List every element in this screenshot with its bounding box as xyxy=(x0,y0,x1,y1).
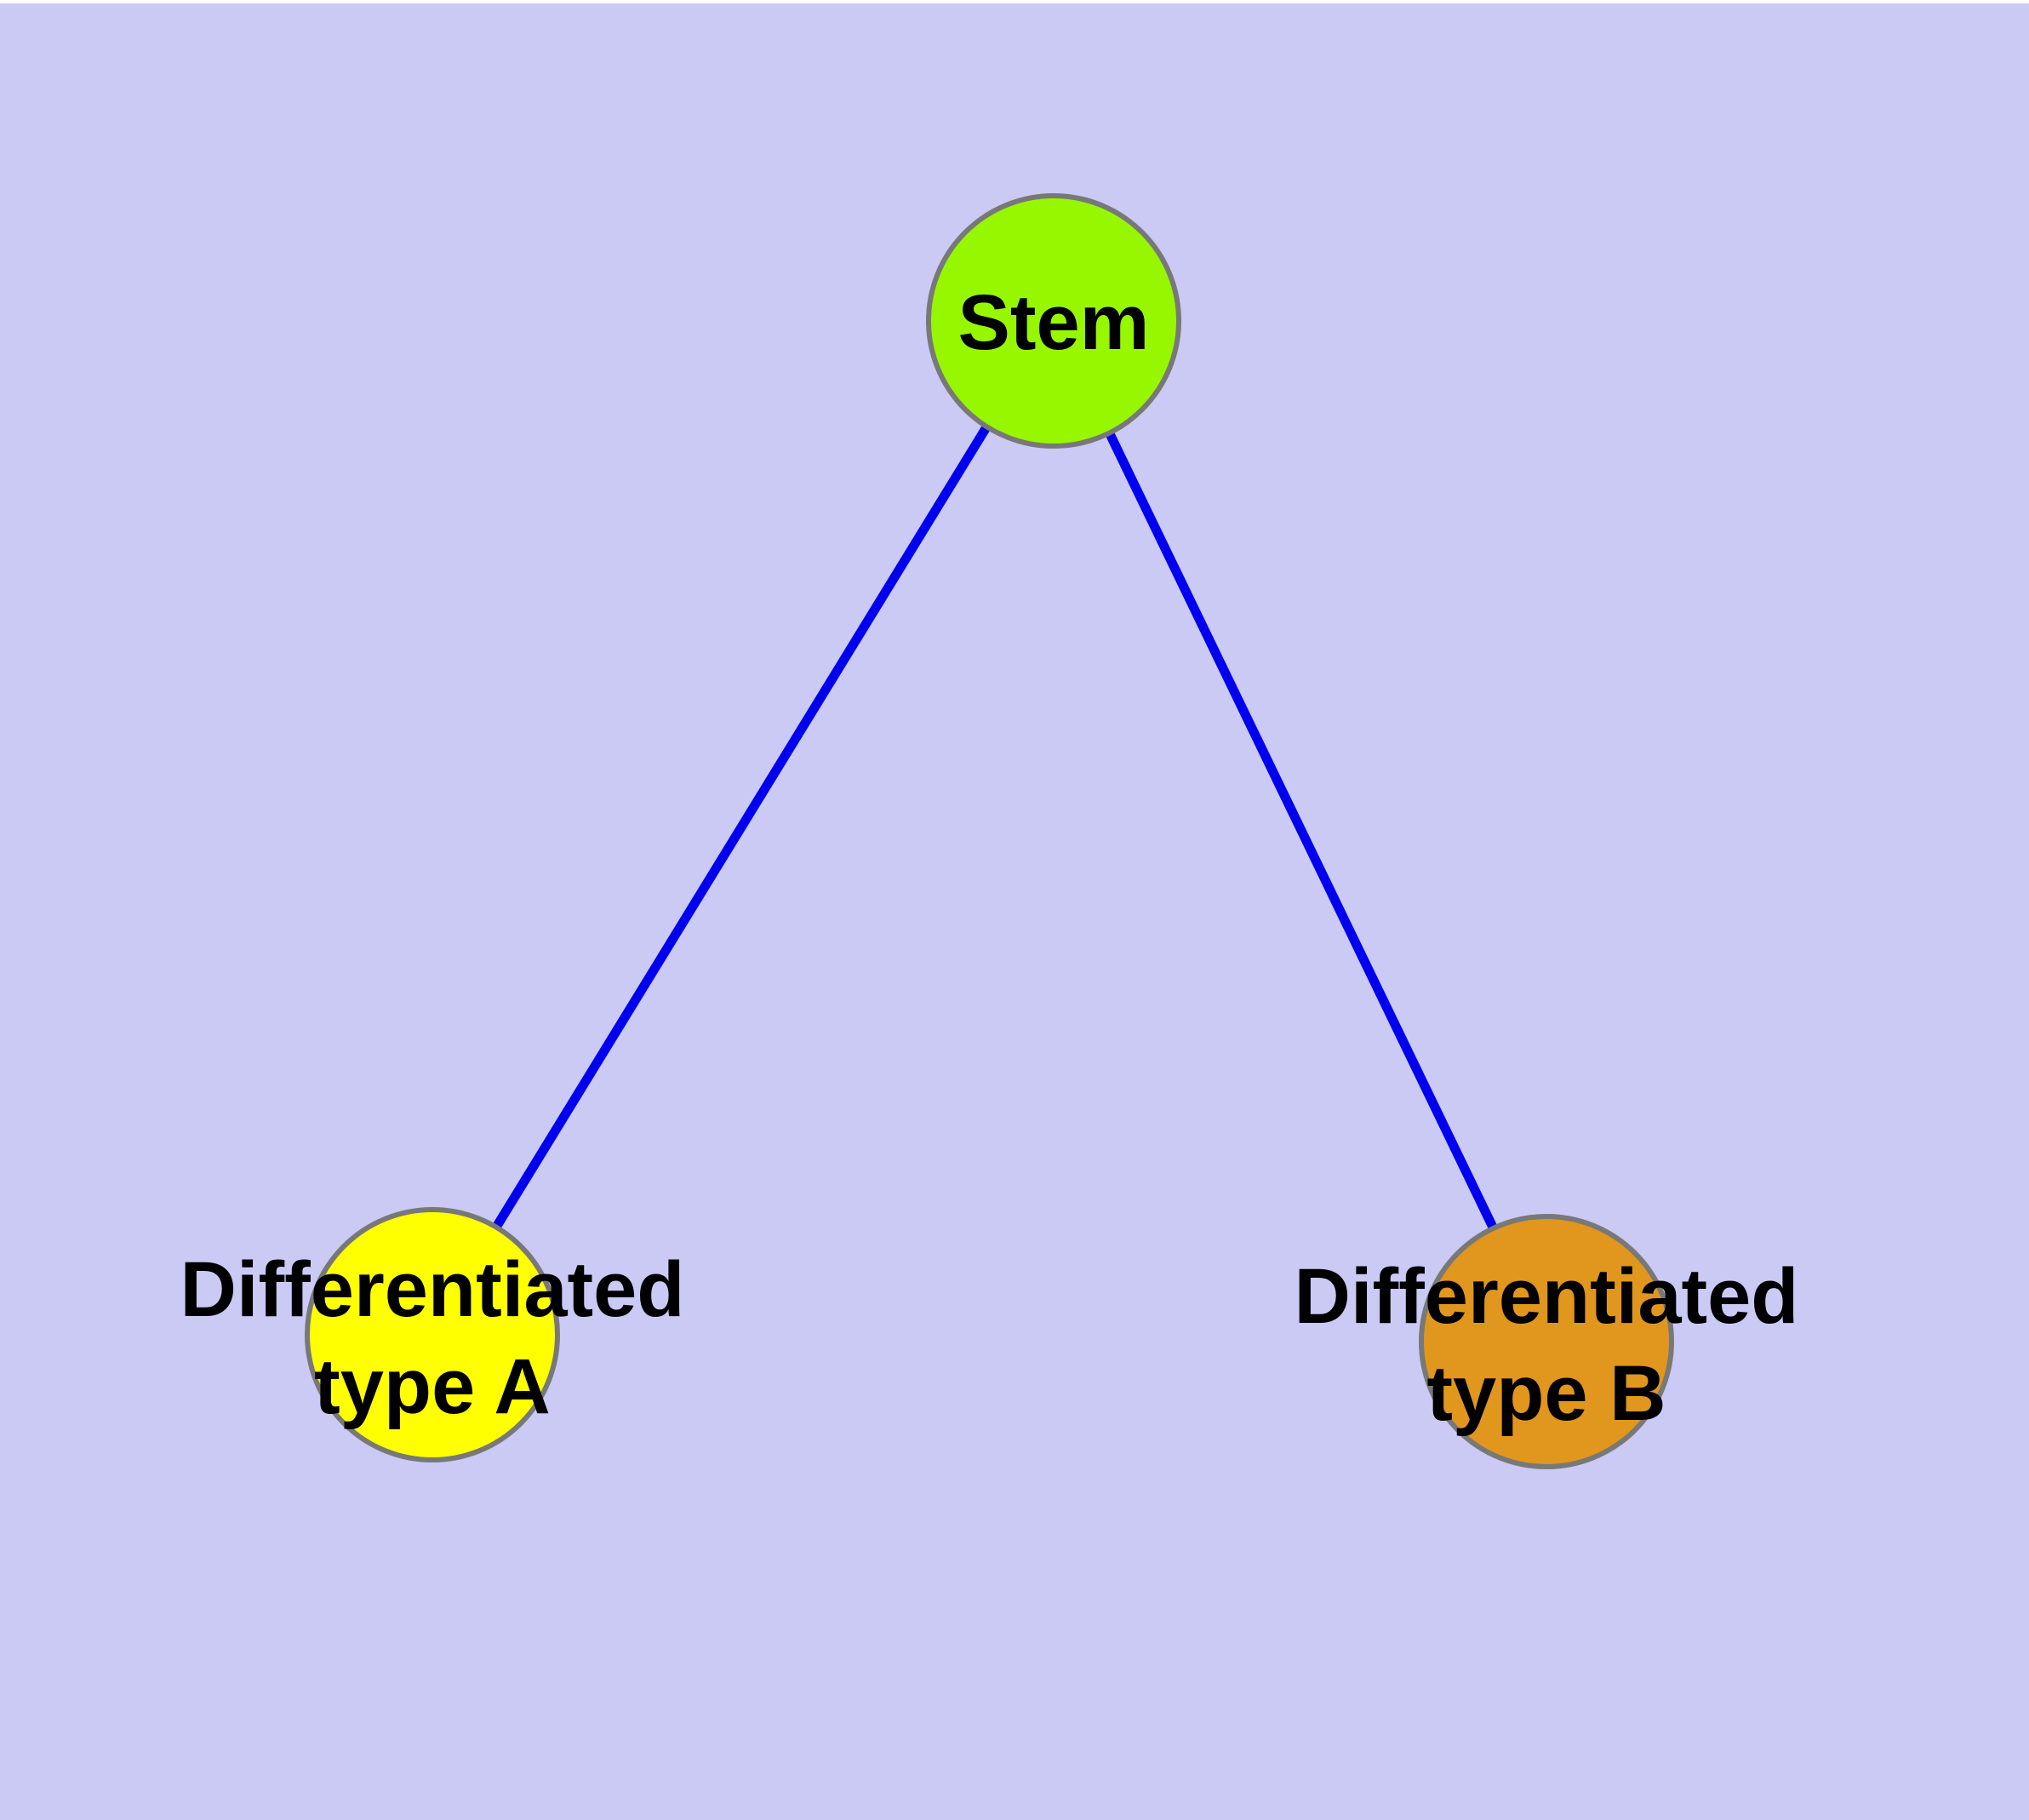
type-a-label-line2: type A xyxy=(314,1343,551,1430)
type-b-label-line1: Differentiated xyxy=(1294,1253,1799,1340)
edge-stem-to-type-a xyxy=(428,315,1058,1334)
node-differentiated-type-a xyxy=(305,1207,560,1462)
stem-label-text: Stem xyxy=(957,279,1150,366)
node-label-stem: Stem xyxy=(958,274,1150,371)
edge-stem-to-type-b xyxy=(1049,315,1551,1341)
type-b-label-line2: type B xyxy=(1426,1350,1666,1437)
node-differentiated-type-b xyxy=(1419,1214,1674,1469)
plot-background: Stem Differentiated type A Differentiate… xyxy=(0,3,2029,1820)
node-label-differentiated-type-a: Differentiated type A xyxy=(180,1241,685,1435)
node-stem xyxy=(926,193,1181,449)
edge-layer xyxy=(428,315,1551,1341)
node-label-differentiated-type-b: Differentiated type B xyxy=(1295,1248,1799,1442)
type-a-label-line1: Differentiated xyxy=(180,1246,685,1333)
